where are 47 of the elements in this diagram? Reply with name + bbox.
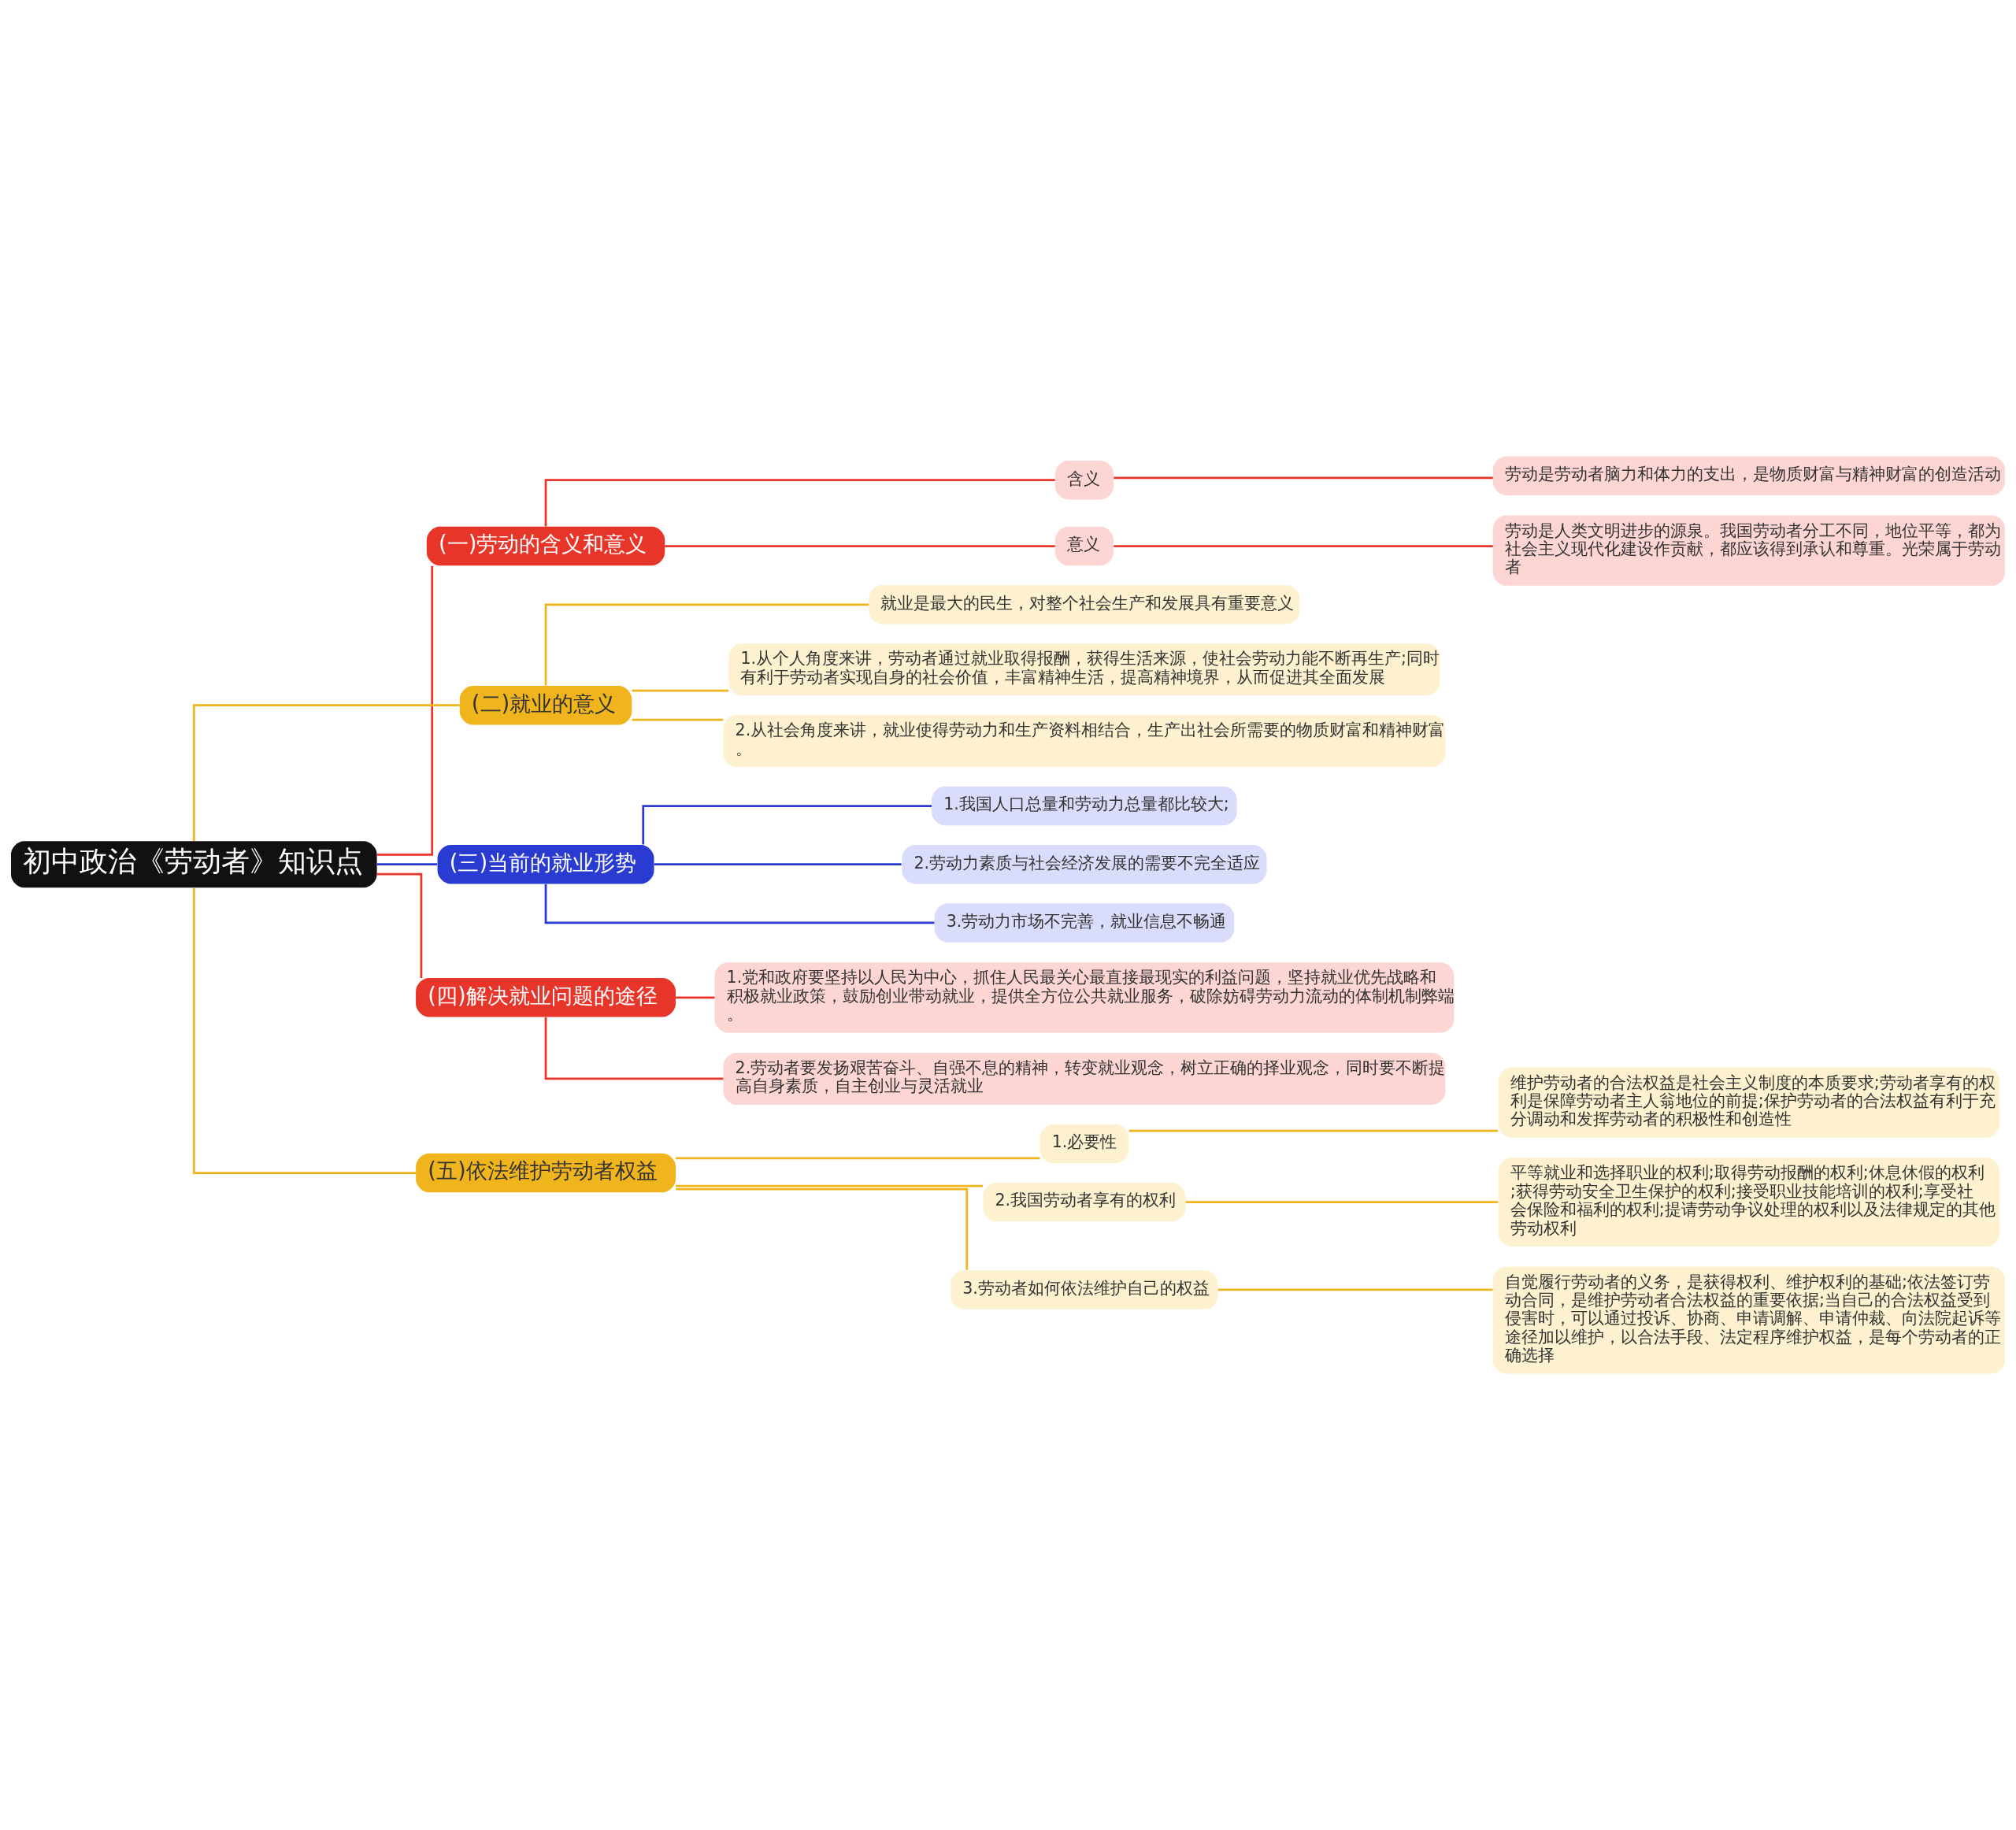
node-box: (五)依法维护劳动者权益 <box>416 1153 676 1193</box>
node-box: 初中政治《劳动者》知识点 <box>10 841 377 888</box>
connector <box>642 805 932 845</box>
node-box: 就业是最大的民生，对整个社会生产和发展具有重要意义 <box>869 585 1300 624</box>
node-box: (四)解决就业问题的途径 <box>416 978 676 1017</box>
connector <box>376 565 434 856</box>
node-box: 自觉履行劳动者的义务，是获得权利、维护权利的基础;依法签订劳动合同，是维护劳动者合法权益的重要依据;当自己的合法权益受到侵害时，可以通过投诉、协商、申请调解、申请仲裁、向法院起诉等途径加以维护，以合法手段、法定程序维护权益，是每个劳动者的正确选择 <box>1492 1266 2006 1374</box>
connector <box>544 603 869 686</box>
node-box: 1.我国人口总量和劳动力总量都比较大; <box>932 786 1237 826</box>
connector <box>1128 1129 1499 1132</box>
connector <box>376 872 423 978</box>
node-box: 劳动是劳动者脑力和体力的支出，是物质财富与精神财富的创造活动 <box>1492 456 2006 495</box>
node-box: 劳动是人类文明进步的源泉。我国劳动者分工不同，地位平等，都为社会主义现代化建设作贡献，都应该得到承认和尊重。光荣属于劳动者 <box>1492 515 2006 586</box>
node-box: 2.劳动者要发扬艰苦奋斗、自强不息的精神，转变就业观念，树立正确的择业观念，同时要不断提高自身素质，自主创业与灵活就业 <box>723 1052 1446 1105</box>
connector <box>676 1187 969 1270</box>
connector <box>192 704 460 841</box>
connector <box>192 887 416 1174</box>
connector <box>544 479 1055 527</box>
connector <box>632 689 729 692</box>
node-box: (一)劳动的含义和意义 <box>426 526 665 566</box>
node-box: 3.劳动者如何依法维护自己的权益 <box>951 1270 1218 1310</box>
node-box: 维护劳动者的合法权益是社会主义制度的本质要求;劳动者享有的权利是保障劳动者主人翁地位的前提;保护劳动者的合法权益有利于充分调动和发挥劳动者的积极性和创造性 <box>1498 1067 2000 1138</box>
node-box: 1.必要性 <box>1040 1124 1129 1164</box>
connector <box>376 863 438 866</box>
connector <box>676 1184 984 1187</box>
connector <box>1114 545 1493 547</box>
node-box: 3.劳动力市场不完善，就业信息不畅通 <box>934 903 1235 943</box>
connector <box>632 718 724 721</box>
connector <box>544 1017 724 1080</box>
node-box: 2.从社会角度来讲，就业使得劳动力和生产资料相结合，生产出社会所需要的物质财富和精神财富。 <box>723 715 1446 767</box>
connector <box>1185 1201 1499 1203</box>
connector <box>665 545 1055 547</box>
node-box: 含义 <box>1054 461 1114 500</box>
node-box: (三)当前的就业形势 <box>437 845 654 884</box>
node-box: 1.党和政府要坚持以人民为中心，抓住人民最关心最直接最现实的利益问题，坚持就业优先战略和积极就业政策，鼓励创业带动就业，提供全方位公共就业服务，破除妨碍劳动力流动的体制机制弊端。 <box>714 962 1455 1033</box>
node-box: 2.我国劳动者享有的权利 <box>983 1182 1186 1222</box>
connector <box>1114 476 1493 480</box>
node-box: 平等就业和选择职业的权利;取得劳动报酬的权利;休息休假的权利;获得劳动安全卫生保护的权利;接受职业技能培训的权利;享受社会保险和福利的权利;提请劳动争议处理的权利以及法律规定的其他劳动权利 <box>1498 1158 2000 1247</box>
connector <box>676 1157 1040 1160</box>
node-box: (二)就业的意义 <box>459 685 632 725</box>
node-box: 2.劳动力素质与社会经济发展的需要不完全适应 <box>902 845 1267 884</box>
connector <box>1217 1288 1493 1291</box>
connector <box>676 996 715 999</box>
connector <box>654 863 902 866</box>
node-box: 1.从个人角度来讲，劳动者通过就业取得报酬，获得生活来源，使社会劳动力能不断再生产;同时有利于劳动者实现自身的社会价值，丰富精神生活，提高精神境界，从而促进其全面发展 <box>728 643 1440 696</box>
connector <box>544 884 935 924</box>
node-box: 意义 <box>1054 526 1114 566</box>
